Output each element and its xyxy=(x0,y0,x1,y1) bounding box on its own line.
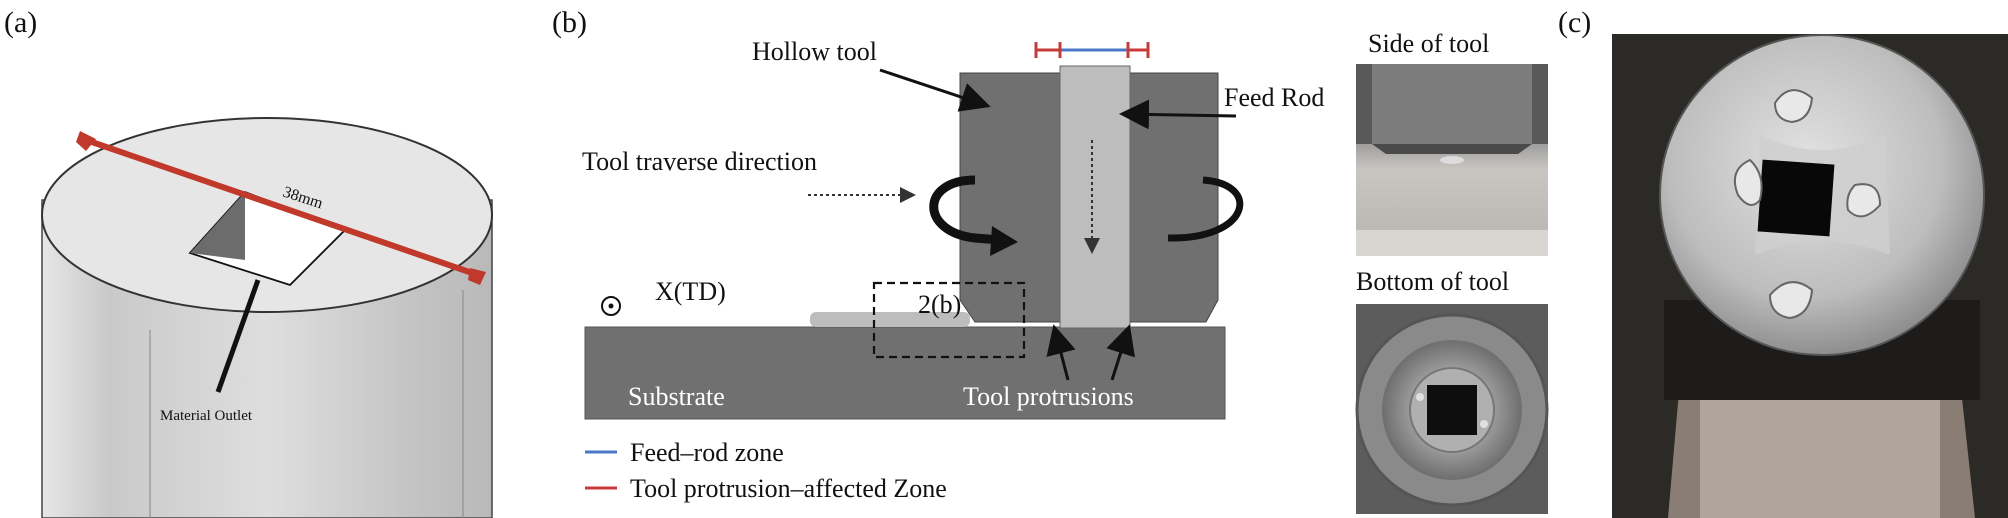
dimension-end-left xyxy=(76,131,96,151)
panel-a-label: (a) xyxy=(4,6,37,39)
hollow-tool-label: Hollow tool xyxy=(752,37,877,66)
feed-rod-label: Feed Rod xyxy=(1224,83,1324,112)
deposited-layer xyxy=(810,312,970,327)
side-of-tool-photo xyxy=(1356,64,1548,256)
outlet-label: Material Outlet xyxy=(160,408,253,424)
rotation-arrow-left xyxy=(929,175,1001,245)
protrusions-label: Tool protrusions xyxy=(963,382,1134,411)
rotation-arrowhead-left xyxy=(990,226,1018,256)
axis-dot xyxy=(608,303,614,309)
legend: Feed–rod zone Tool protrusion–affected Z… xyxy=(585,438,947,503)
hollow-tool-arrow xyxy=(879,68,991,112)
protrusion-arrow-left xyxy=(1046,324,1076,381)
feed-rod-arrow xyxy=(1119,99,1237,130)
substrate-label: Substrate xyxy=(628,382,725,411)
zoom-box xyxy=(872,281,1026,359)
outlet-shadow xyxy=(190,192,245,260)
axis-out-of-plane-icon xyxy=(601,296,621,316)
zoom-box-label: 2(b) xyxy=(918,290,961,319)
panel-b: (b) Substrate Tool traverse direction Ho… xyxy=(552,6,1549,514)
rotation-arrow-right xyxy=(1167,176,1244,242)
panel-c-label: (c) xyxy=(1558,6,1591,39)
side-photo-label: Side of tool xyxy=(1368,29,1489,58)
bottom-of-tool-photo xyxy=(1355,304,1549,514)
bottom-photo-label: Bottom of tool xyxy=(1356,267,1509,296)
panel-c: (c) xyxy=(1558,6,2008,518)
dimension-end-right xyxy=(468,268,486,285)
axis-label: X(TD) xyxy=(655,277,726,306)
panel-a: (a) 38mm Material Outlet xyxy=(4,6,493,518)
outlet-pointer-line xyxy=(215,279,261,393)
tool-photo xyxy=(1612,34,2008,518)
hollow-tool xyxy=(959,72,1219,323)
dimension-line-38mm xyxy=(85,137,479,278)
feed-rod xyxy=(1059,65,1131,329)
protrusion-arrow-right xyxy=(1106,324,1135,381)
panel-b-label: (b) xyxy=(552,6,587,39)
legend-text-protrusion: Tool protrusion–affected Zone xyxy=(630,474,947,503)
traverse-label: Tool traverse direction xyxy=(582,147,817,176)
legend-text-feed-rod: Feed–rod zone xyxy=(630,438,784,467)
